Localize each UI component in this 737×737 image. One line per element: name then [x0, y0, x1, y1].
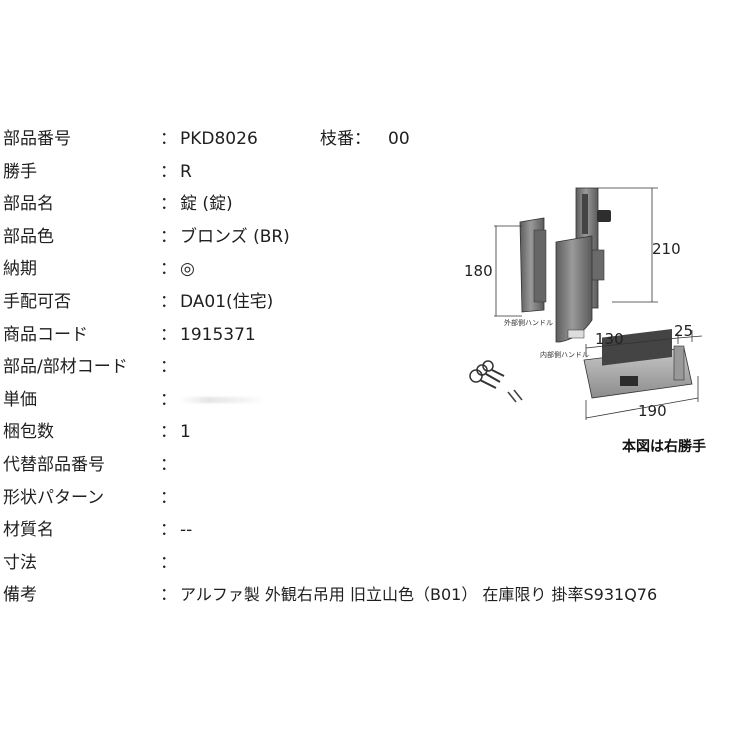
inner-handle-label: 内部側ハンドル	[540, 351, 589, 359]
delivery-label: 納期	[3, 259, 37, 280]
dimension-25-label: 25	[674, 322, 694, 340]
dimension-190-label: 190	[638, 402, 667, 420]
screws-icon	[507, 389, 523, 403]
package-qty-label: 梱包数	[3, 422, 54, 443]
row-part-name: 部品名 ： 錠 (錠)	[0, 188, 737, 221]
lock-drawing	[469, 187, 703, 420]
material-code-label: 部品/部材コード	[3, 357, 128, 378]
branch-number-value: 00	[388, 129, 410, 149]
material-label: 材質名	[3, 520, 54, 541]
part-number-label: 部品番号	[3, 129, 71, 149]
colon: ：	[160, 194, 177, 215]
colon: ：	[160, 389, 177, 410]
part-color-value: ブロンズ (BR)	[180, 226, 290, 247]
row-product-code: 商品コード ： 1915371	[0, 319, 737, 352]
dimension-180	[494, 225, 522, 317]
inner-handle	[555, 235, 593, 343]
dimension-130-label: 130	[595, 330, 624, 348]
arrangement-value: DA01(住宅)	[180, 291, 274, 312]
figure-caption: 本図は右勝手	[622, 439, 706, 455]
delivery-value: ◎	[180, 259, 195, 280]
colon: ：	[160, 422, 177, 443]
dimension-190	[585, 376, 699, 420]
lock-diagram: 180 210 130 25 190 外部側ハンドル 内部側ハンドル 本図は右勝…	[452, 170, 737, 460]
row-dimensions: 寸法 ：	[0, 547, 737, 580]
package-qty-value: 1	[180, 422, 191, 443]
row-alt-part-number: 代替部品番号 ：	[0, 449, 737, 482]
row-package-qty: 梱包数 ： 1	[0, 416, 737, 449]
row-hand: 勝手 ： R	[0, 156, 737, 189]
keys-icon	[469, 360, 505, 389]
row-part-color: 部品色 ： ブロンズ (BR)	[0, 221, 737, 254]
row-material: 材質名 ： --	[0, 514, 737, 547]
colon: ：	[160, 259, 177, 280]
hand-value: R	[180, 161, 192, 182]
colon: ：	[160, 291, 177, 312]
shape-pattern-label: 形状パターン	[3, 487, 105, 508]
material-value: --	[180, 520, 193, 541]
part-name-value: 錠 (錠)	[180, 194, 233, 215]
dimension-210	[598, 187, 658, 303]
hand-label: 勝手	[3, 161, 37, 182]
row-unit-price: 単価 ：	[0, 384, 737, 417]
remarks-value: アルファ製 外観右吊用 旧立山色（B01） 在庫限り 掛率S931Q76	[180, 585, 658, 605]
remarks-label: 備考	[3, 585, 37, 606]
colon: ：	[160, 226, 177, 247]
unit-price-label: 単価	[3, 389, 37, 410]
row-material-code: 部品/部材コード ：	[0, 351, 737, 384]
row-shape-pattern: 形状パターン ：	[0, 482, 737, 515]
dimension-210-label: 210	[652, 240, 681, 258]
part-name-label: 部品名	[3, 194, 54, 215]
alt-part-number-label: 代替部品番号	[3, 454, 105, 475]
colon: ：	[160, 324, 177, 345]
part-number-value: PKD8026	[180, 129, 258, 149]
mortise-lock	[583, 328, 693, 399]
row-delivery: 納期 ： ◎	[0, 253, 737, 286]
colon: ：	[160, 552, 177, 573]
row-arrangement: 手配可否 ： DA01(住宅)	[0, 286, 737, 319]
dimension-130	[585, 334, 679, 356]
colon: ：	[160, 161, 177, 182]
row-remarks: 備考 ： アルファ製 外観右吊用 旧立山色（B01） 在庫限り 掛率S931Q7…	[0, 579, 737, 612]
branch-number-label: 枝番：	[320, 129, 371, 149]
colon: ：	[160, 129, 177, 149]
dimensions-label: 寸法	[3, 552, 37, 573]
unit-price-redacted	[180, 396, 265, 403]
part-color-label: 部品色	[3, 226, 54, 247]
dimension-25	[677, 330, 703, 342]
outer-handle	[519, 217, 547, 313]
colon: ：	[160, 585, 177, 606]
colon: ：	[160, 487, 177, 508]
colon: ：	[160, 357, 177, 378]
row-part-number: 部品番号 ： PKD8026 枝番： 00	[0, 123, 737, 156]
dimension-180-label: 180	[464, 262, 493, 280]
arrangement-label: 手配可否	[3, 291, 71, 312]
product-code-value: 1915371	[180, 324, 256, 345]
spec-table: 部品番号 ： PKD8026 枝番： 00 勝手 ： R 部品名 ： 錠 (錠)…	[0, 123, 737, 612]
product-code-label: 商品コード	[3, 324, 88, 345]
outer-handle-label: 外部側ハンドル	[504, 319, 553, 327]
colon: ：	[160, 520, 177, 541]
colon: ：	[160, 454, 177, 475]
